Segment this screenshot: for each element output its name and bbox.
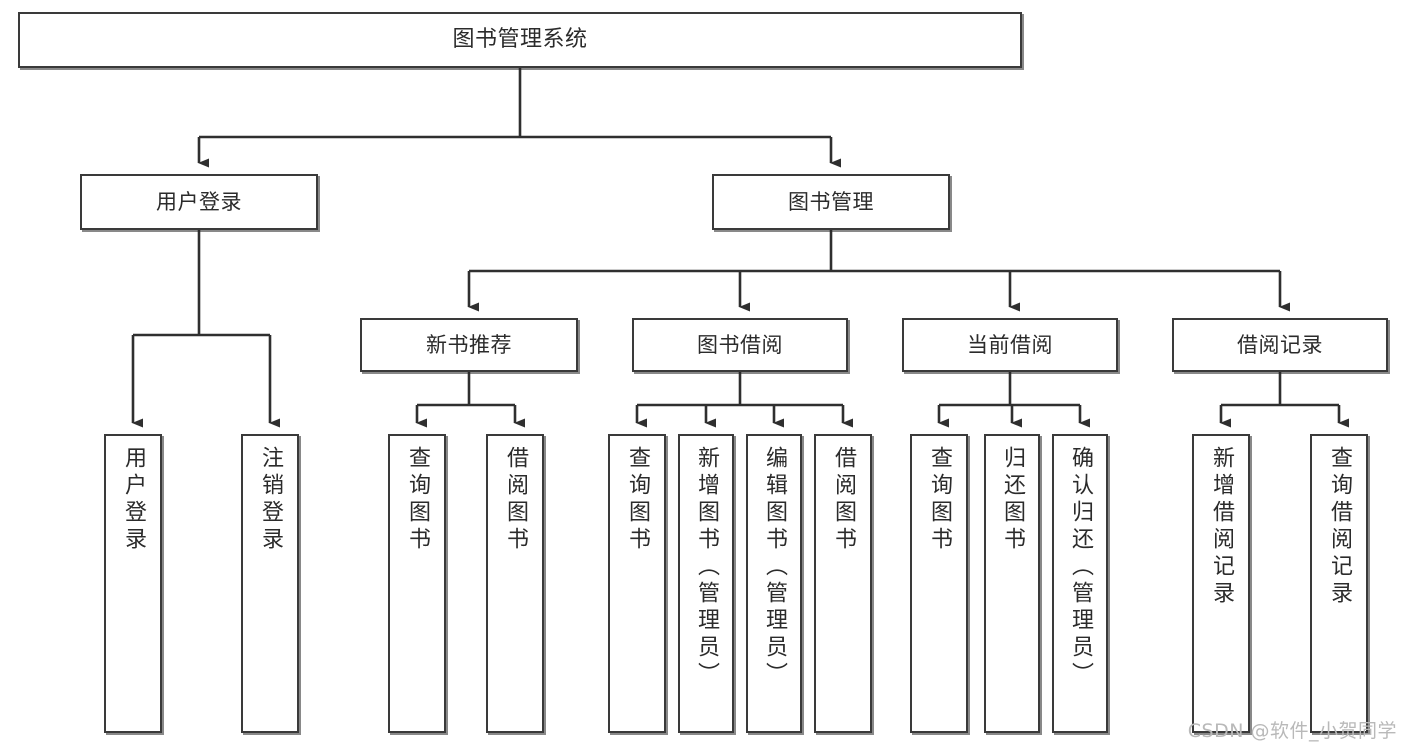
node-label-leaf-br-add: 新增图书（管理员） xyxy=(694,446,719,689)
node-label-leaf-cu-return: 归还图书 xyxy=(1000,446,1025,554)
node-leaf-br-edit[interactable]: 编辑图书（管理员） xyxy=(746,434,802,733)
node-leaf-cu-query[interactable]: 查询图书 xyxy=(910,434,968,733)
node-leaf-user-login[interactable]: 用户登录 xyxy=(104,434,162,733)
node-newbook[interactable]: 新书推荐 xyxy=(360,318,578,372)
node-label-current: 当前借阅 xyxy=(967,332,1053,357)
node-leaf-nb-query[interactable]: 查询图书 xyxy=(388,434,446,733)
node-bookmgmt[interactable]: 图书管理 xyxy=(712,174,950,230)
node-records[interactable]: 借阅记录 xyxy=(1172,318,1388,372)
node-label-leaf-br-edit: 编辑图书（管理员） xyxy=(762,446,787,689)
node-leaf-cu-return[interactable]: 归还图书 xyxy=(984,434,1040,733)
node-label-leaf-cu-query: 查询图书 xyxy=(927,446,952,554)
node-label-newbook: 新书推荐 xyxy=(426,332,512,357)
node-login[interactable]: 用户登录 xyxy=(80,174,318,230)
node-leaf-nb-borrow[interactable]: 借阅图书 xyxy=(486,434,544,733)
node-leaf-rc-add[interactable]: 新增借阅记录 xyxy=(1192,434,1250,733)
node-leaf-br-borrow[interactable]: 借阅图书 xyxy=(814,434,872,733)
node-label-leaf-rc-query: 查询借阅记录 xyxy=(1327,446,1352,608)
node-label-leaf-br-query: 查询图书 xyxy=(625,446,650,554)
node-borrow[interactable]: 图书借阅 xyxy=(632,318,848,372)
node-leaf-br-add[interactable]: 新增图书（管理员） xyxy=(678,434,734,733)
node-current[interactable]: 当前借阅 xyxy=(902,318,1118,372)
node-leaf-cu-confirm[interactable]: 确认归还（管理员） xyxy=(1052,434,1108,733)
node-root[interactable]: 图书管理系统 xyxy=(18,12,1022,68)
watermark-label: CSDN @软件_小贺同学 xyxy=(1187,720,1397,742)
node-label-root: 图书管理系统 xyxy=(452,27,588,53)
node-label-borrow: 图书借阅 xyxy=(697,332,783,357)
node-label-bookmgmt: 图书管理 xyxy=(788,189,874,214)
node-label-leaf-cu-confirm: 确认归还（管理员） xyxy=(1068,446,1093,689)
node-label-leaf-rc-add: 新增借阅记录 xyxy=(1209,446,1234,608)
node-leaf-rc-query[interactable]: 查询借阅记录 xyxy=(1310,434,1368,733)
node-label-records: 借阅记录 xyxy=(1237,332,1323,357)
node-label-leaf-br-borrow: 借阅图书 xyxy=(831,446,856,554)
node-label-leaf-user-login: 用户登录 xyxy=(121,446,146,554)
node-label-leaf-nb-borrow: 借阅图书 xyxy=(503,446,528,554)
node-leaf-br-query[interactable]: 查询图书 xyxy=(608,434,666,733)
node-label-login: 用户登录 xyxy=(156,189,242,214)
node-label-leaf-nb-query: 查询图书 xyxy=(405,446,430,554)
node-label-leaf-user-logout: 注销登录 xyxy=(258,446,283,554)
node-leaf-user-logout[interactable]: 注销登录 xyxy=(241,434,299,733)
